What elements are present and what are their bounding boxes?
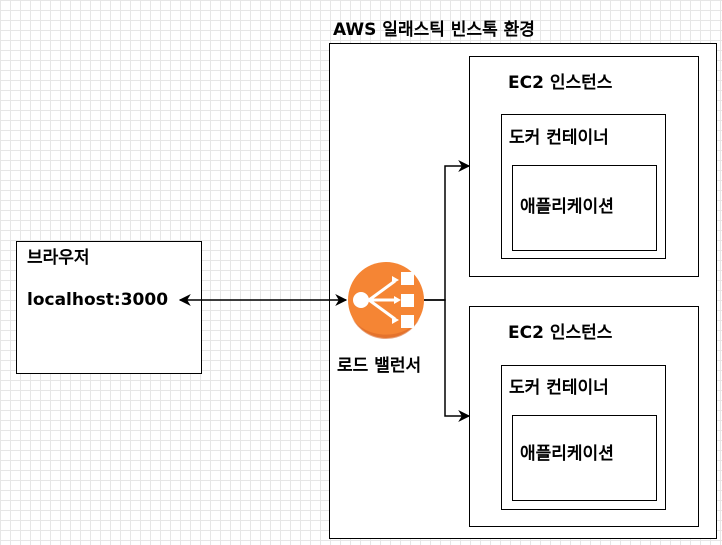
- browser-url: localhost:3000: [27, 290, 169, 310]
- docker-container-title-1: 도커 컨테이너: [509, 128, 609, 148]
- application-box-2: [512, 415, 657, 501]
- lb-instance2-connector: [424, 299, 471, 422]
- application-title-1: 애플리케이션: [520, 197, 614, 217]
- docker-container-title-2: 도커 컨테이너: [509, 378, 609, 398]
- aws-environment-title: AWS 일래스틱 빈스톡 환경: [333, 20, 535, 40]
- ec2-instance-title-1: EC2 인스턴스: [508, 73, 613, 93]
- browser-title: 브라우저: [27, 248, 90, 268]
- load-balancer-label: 로드 밸런서: [337, 356, 422, 376]
- application-title-2: 애플리케이션: [520, 444, 614, 464]
- ec2-instance-title-2: EC2 인스턴스: [508, 323, 613, 343]
- browser-box: [16, 241, 202, 374]
- load-balancer-icon: [348, 262, 424, 340]
- lb-instance1-connector: [424, 160, 471, 301]
- application-box-1: [512, 165, 657, 251]
